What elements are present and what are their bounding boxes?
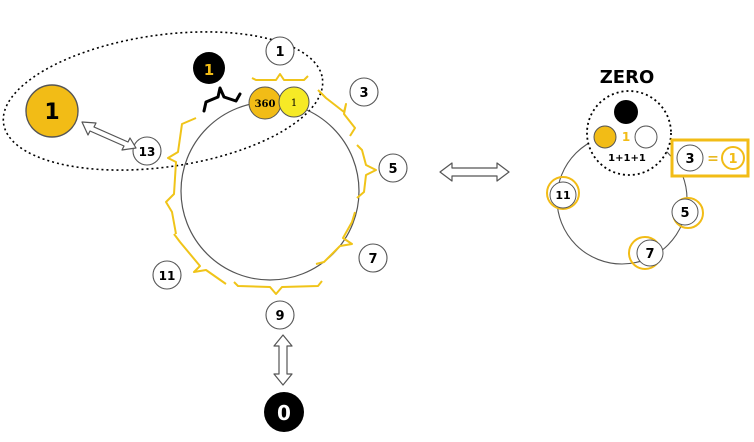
node-5 — [671, 198, 699, 226]
one-outline-label: 1 — [728, 152, 737, 167]
sum-label: 1+1+1 — [608, 153, 646, 164]
ring-node-7 — [358, 243, 388, 273]
zero-gold-dot — [593, 125, 617, 149]
horizontal-double-arrow — [439, 162, 510, 182]
ring-node-3-label: 3 — [359, 86, 368, 101]
gold-braces — [165, 73, 377, 295]
diagonal-double-arrow — [81, 121, 137, 151]
ring-node-1-label: 1 — [275, 45, 284, 60]
three-label: 3 — [685, 152, 694, 167]
node-11-label: 11 — [555, 189, 570, 202]
vertical-double-arrow — [273, 334, 293, 386]
brace-left — [165, 117, 197, 235]
node-11-gold-ring — [546, 176, 580, 210]
node-11 — [549, 181, 577, 209]
gold-360-label: 360 — [255, 99, 276, 110]
node-7-label: 7 — [645, 247, 654, 262]
zero-black-dot — [614, 100, 638, 124]
node-5-label: 5 — [680, 206, 689, 221]
ring-node-9 — [265, 300, 295, 330]
ring-node-3 — [349, 77, 379, 107]
brace-upper-right — [317, 89, 356, 137]
brace-bottom — [233, 280, 323, 295]
node-7 — [636, 239, 664, 267]
brace-top — [251, 73, 309, 81]
black-zero-circle — [264, 392, 304, 432]
ring-number-circles: 1 3 5 7 9 11 13 — [132, 36, 408, 330]
equals-sign: = — [707, 151, 719, 167]
black-circle-label: 1 — [204, 61, 214, 79]
brace-right — [356, 144, 377, 199]
ring-node-5 — [378, 153, 408, 183]
ring-node-1 — [265, 36, 295, 66]
dotted-ellipse — [2, 31, 324, 171]
zero-gold-label: 1 — [622, 130, 630, 144]
small-ring-nodes: 5 7 11 — [546, 176, 704, 270]
zero-title: ZERO — [600, 67, 655, 88]
black-zero-label: 0 — [277, 401, 291, 425]
ring-node-7-label: 7 — [368, 252, 377, 267]
one-outline-circle — [721, 146, 745, 170]
black-circle — [193, 52, 225, 84]
big-gold-label: 1 — [44, 100, 59, 125]
ring-node-5-label: 5 — [388, 162, 397, 177]
yellow-one-label: 1 — [291, 98, 297, 109]
ring-node-13-label: 13 — [139, 145, 156, 159]
brace-lower-left — [173, 233, 227, 285]
black-brace — [202, 86, 242, 113]
ring-node-11-label: 11 — [159, 269, 176, 283]
zero-white-dot — [634, 125, 658, 149]
right-diagram: ZERO 1 1+1+1 3 = 1 5 7 11 — [546, 67, 750, 270]
big-gold-circle — [25, 84, 79, 138]
ring-node-11 — [152, 260, 182, 290]
yellow-one-circle — [278, 86, 310, 118]
left-diagram: 1 1 360 1 1 3 5 7 9 11 13 — [2, 31, 408, 432]
ring-node-13 — [132, 136, 162, 166]
ring-node-9-label: 9 — [275, 309, 284, 324]
three-circle — [676, 144, 704, 172]
zero-dotted-circle — [586, 90, 672, 176]
brace-lower-right — [315, 211, 356, 265]
